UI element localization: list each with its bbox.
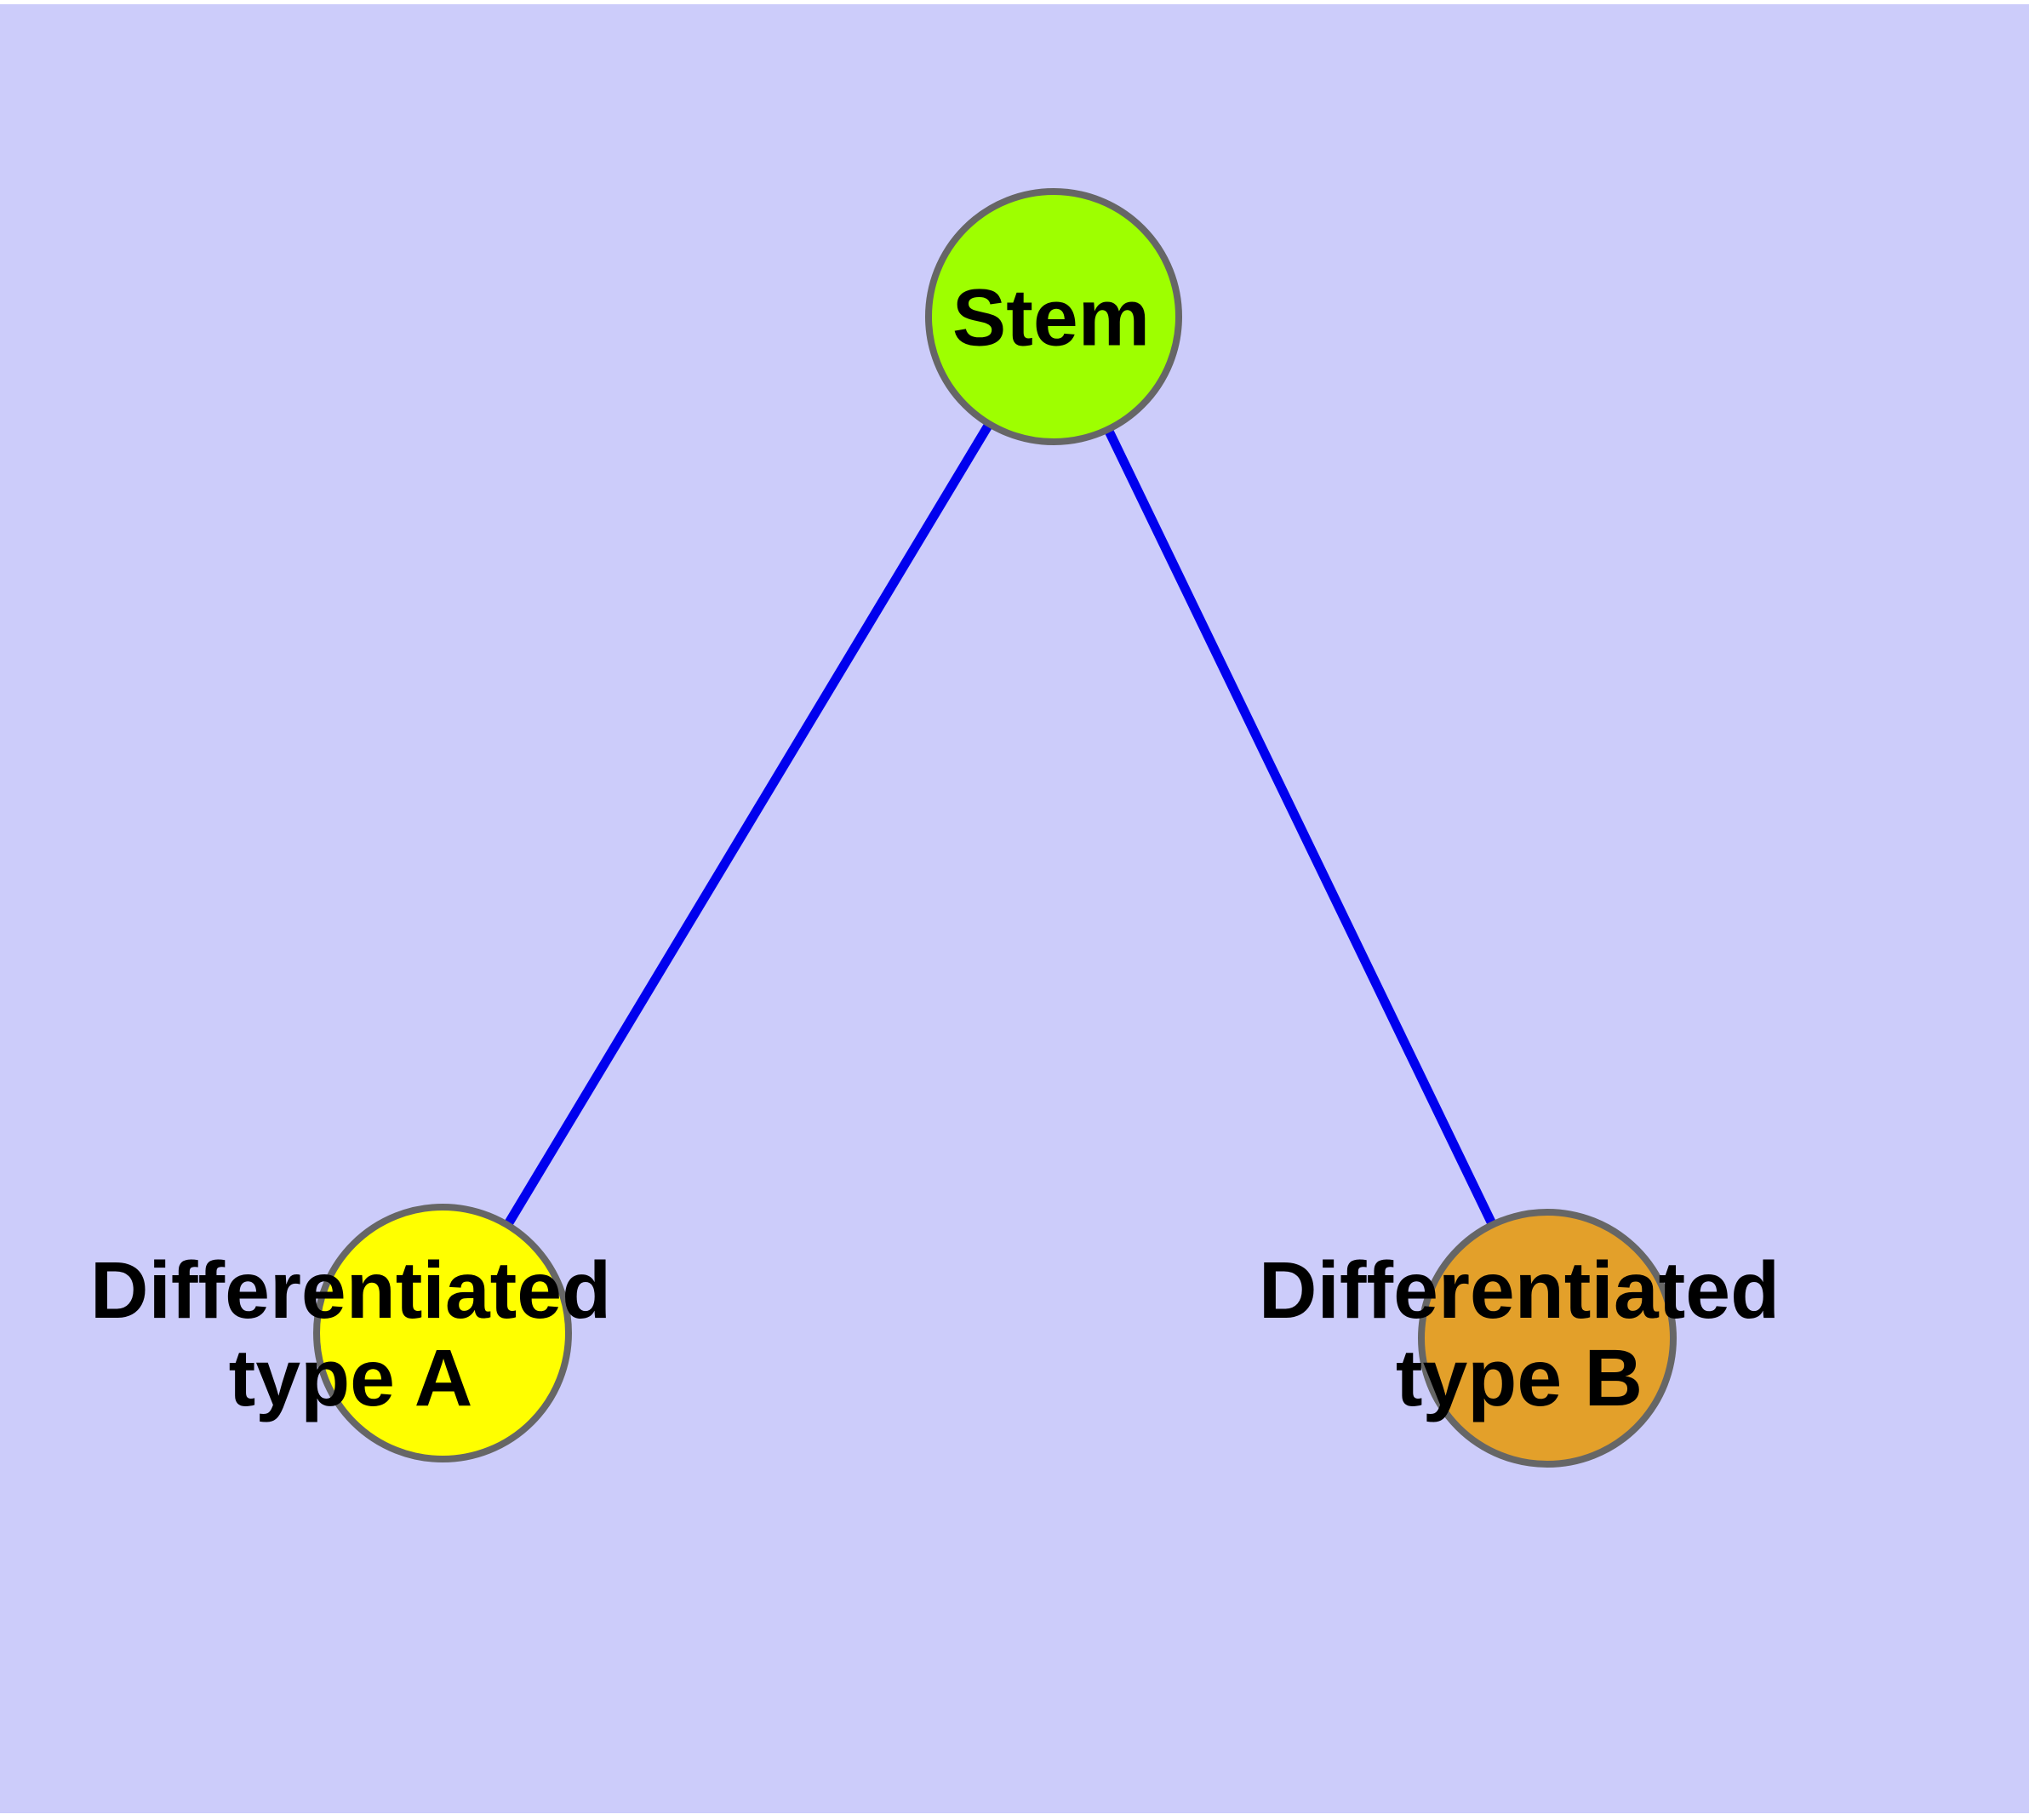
node-diff-a-label-line1: Differentiated bbox=[90, 1245, 611, 1336]
node-diff-b-circle[interactable] bbox=[1418, 1209, 1677, 1468]
node-stem[interactable]: Stem bbox=[925, 188, 1182, 445]
node-diff-a-label-line2: type A bbox=[229, 1333, 473, 1423]
node-diff-b-label-line2: type B bbox=[1396, 1333, 1643, 1423]
node-diff-b-label-line1: Differentiated bbox=[1259, 1245, 1780, 1336]
node-stem-circle[interactable] bbox=[925, 188, 1182, 445]
node-diff-a-circle[interactable] bbox=[313, 1204, 572, 1462]
node-stem-label-line1: Stem bbox=[952, 272, 1150, 363]
node-diff-a[interactable]: Differentiated type A bbox=[90, 1204, 611, 1462]
edge-stem-to-diff-a[interactable] bbox=[438, 314, 1058, 1336]
node-diff-b[interactable]: Differentiated type B bbox=[1259, 1209, 1780, 1468]
edge-layer bbox=[438, 314, 1552, 1341]
edge-stem-to-diff-b[interactable] bbox=[1049, 314, 1552, 1341]
